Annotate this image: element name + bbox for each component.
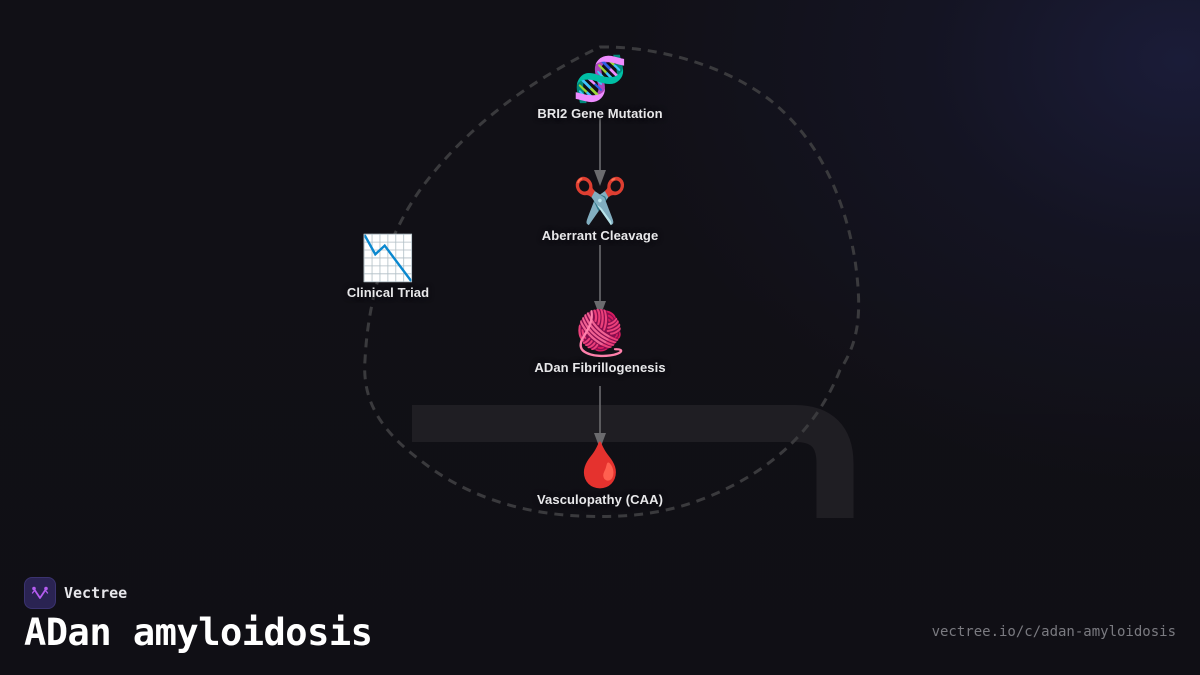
node-adan-fibrillogenesis[interactable]: 🧶 ADan Fibrillogenesis xyxy=(534,308,666,376)
brand: Vectree xyxy=(24,577,127,609)
node-aberrant-cleavage[interactable]: ✂️ Aberrant Cleavage xyxy=(541,176,659,244)
scissors-icon: ✂️ xyxy=(572,176,628,227)
pipe-band xyxy=(412,405,854,518)
node-label: Vasculopathy (CAA) xyxy=(536,492,664,507)
page-url[interactable]: vectree.io/c/adan-amyloidosis xyxy=(931,624,1176,640)
chart-decreasing-icon: 📉 xyxy=(360,233,416,284)
node-label: Clinical Triad xyxy=(346,285,430,300)
edge-bri2-cleavage xyxy=(594,118,606,186)
edge-cleavage-fibril xyxy=(594,245,606,317)
node-label: ADan Fibrillogenesis xyxy=(534,360,666,375)
node-label: Aberrant Cleavage xyxy=(541,228,659,243)
page-title: ADan amyloidosis xyxy=(24,611,373,654)
node-clinical-triad[interactable]: 📉 Clinical Triad xyxy=(346,233,430,301)
yarn-ball-icon: 🧶 xyxy=(572,308,628,359)
node-label: BRI2 Gene Mutation xyxy=(537,106,663,121)
node-bri2-gene-mutation[interactable]: 🧬 BRI2 Gene Mutation xyxy=(537,54,663,122)
blood-drop-icon: 🩸 xyxy=(572,440,628,491)
edge-fibril-vasc xyxy=(594,386,606,449)
node-vasculopathy-caa[interactable]: 🩸 Vasculopathy (CAA) xyxy=(536,440,664,508)
brand-name: Vectree xyxy=(64,584,128,602)
vectree-logo-icon xyxy=(24,577,56,609)
dna-icon: 🧬 xyxy=(572,54,628,105)
